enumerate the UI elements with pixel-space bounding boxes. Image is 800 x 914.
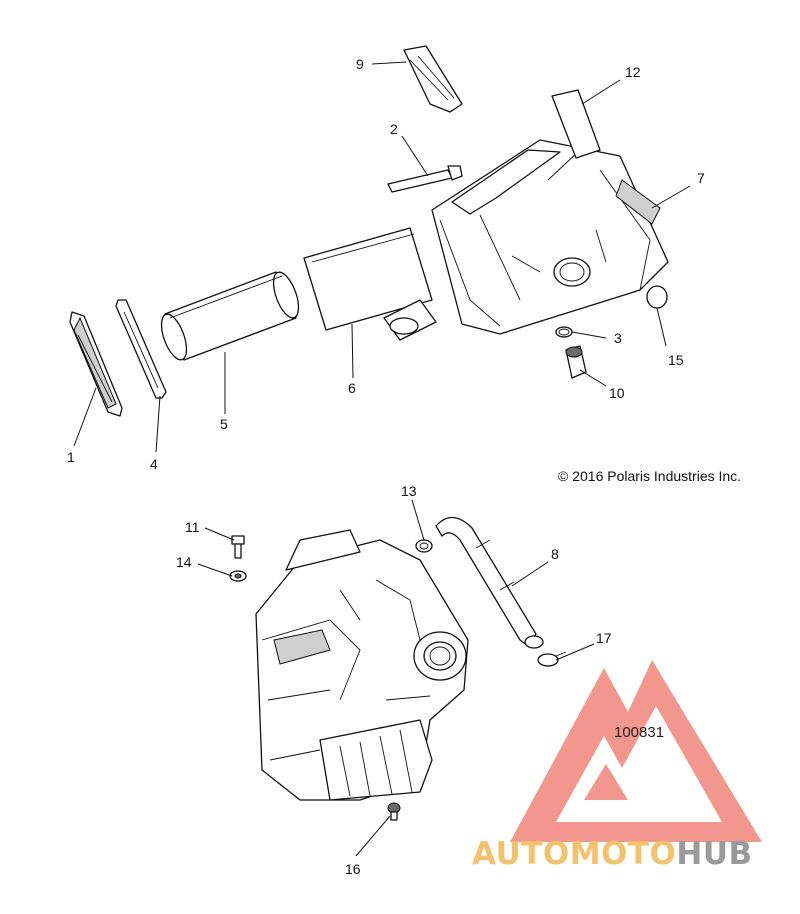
callout-14: 14 — [176, 554, 192, 570]
part-17-hose-clamp — [537, 651, 567, 667]
watermark-logo — [510, 660, 762, 842]
part-16-screw — [387, 802, 401, 821]
callout-2: 2 — [390, 121, 398, 137]
part-5-pre-filter — [160, 271, 300, 361]
lower-airbox-assembly — [255, 529, 469, 801]
part-3-o-ring — [555, 326, 573, 338]
part-9-bracket — [403, 45, 463, 113]
part-15-plug — [646, 285, 668, 309]
part-11-bolt — [231, 535, 245, 559]
callout-4: 4 — [150, 456, 158, 472]
callout-labels: 1 2 3 4 5 6 7 8 9 10 11 12 13 14 15 16 1… — [67, 56, 705, 877]
callout-5: 5 — [220, 416, 228, 432]
callout-15: 15 — [668, 352, 684, 368]
part-8-breather-hose — [435, 516, 544, 649]
callout-10: 10 — [609, 385, 625, 401]
callout-6: 6 — [348, 380, 356, 396]
callout-12: 12 — [625, 64, 641, 80]
part-4-gasket — [115, 299, 167, 399]
part-7-airbox-body — [383, 139, 669, 341]
callout-3: 3 — [614, 330, 622, 346]
copyright-notice: © 2016 Polaris Industries Inc. — [558, 468, 741, 484]
part-1-cover-plate — [69, 311, 123, 417]
callout-1: 1 — [67, 449, 75, 465]
part-2-strap — [387, 165, 463, 193]
part-14-washer — [229, 570, 247, 582]
callout-11: 11 — [185, 519, 200, 535]
callout-7: 7 — [697, 170, 705, 186]
figure-number: 100831 — [614, 724, 664, 741]
callout-13: 13 — [401, 483, 417, 499]
part-13-clamp — [415, 539, 433, 553]
callout-8: 8 — [551, 546, 559, 562]
watermark-brand-part1: AUTOMOTO — [472, 836, 676, 872]
part-6-filter-element — [303, 227, 433, 331]
callout-17: 17 — [596, 630, 612, 646]
callout-16: 16 — [345, 861, 361, 877]
callout-9: 9 — [356, 56, 364, 72]
watermark-triangle — [510, 660, 762, 842]
watermark-brand-part2: HUB — [676, 836, 752, 872]
watermark-brand-text: AUTOMOTOHUB — [472, 836, 753, 872]
part-12-intake-tab — [551, 89, 601, 159]
part-10-drain-valve — [565, 345, 587, 379]
leader-lines — [73, 61, 691, 857]
